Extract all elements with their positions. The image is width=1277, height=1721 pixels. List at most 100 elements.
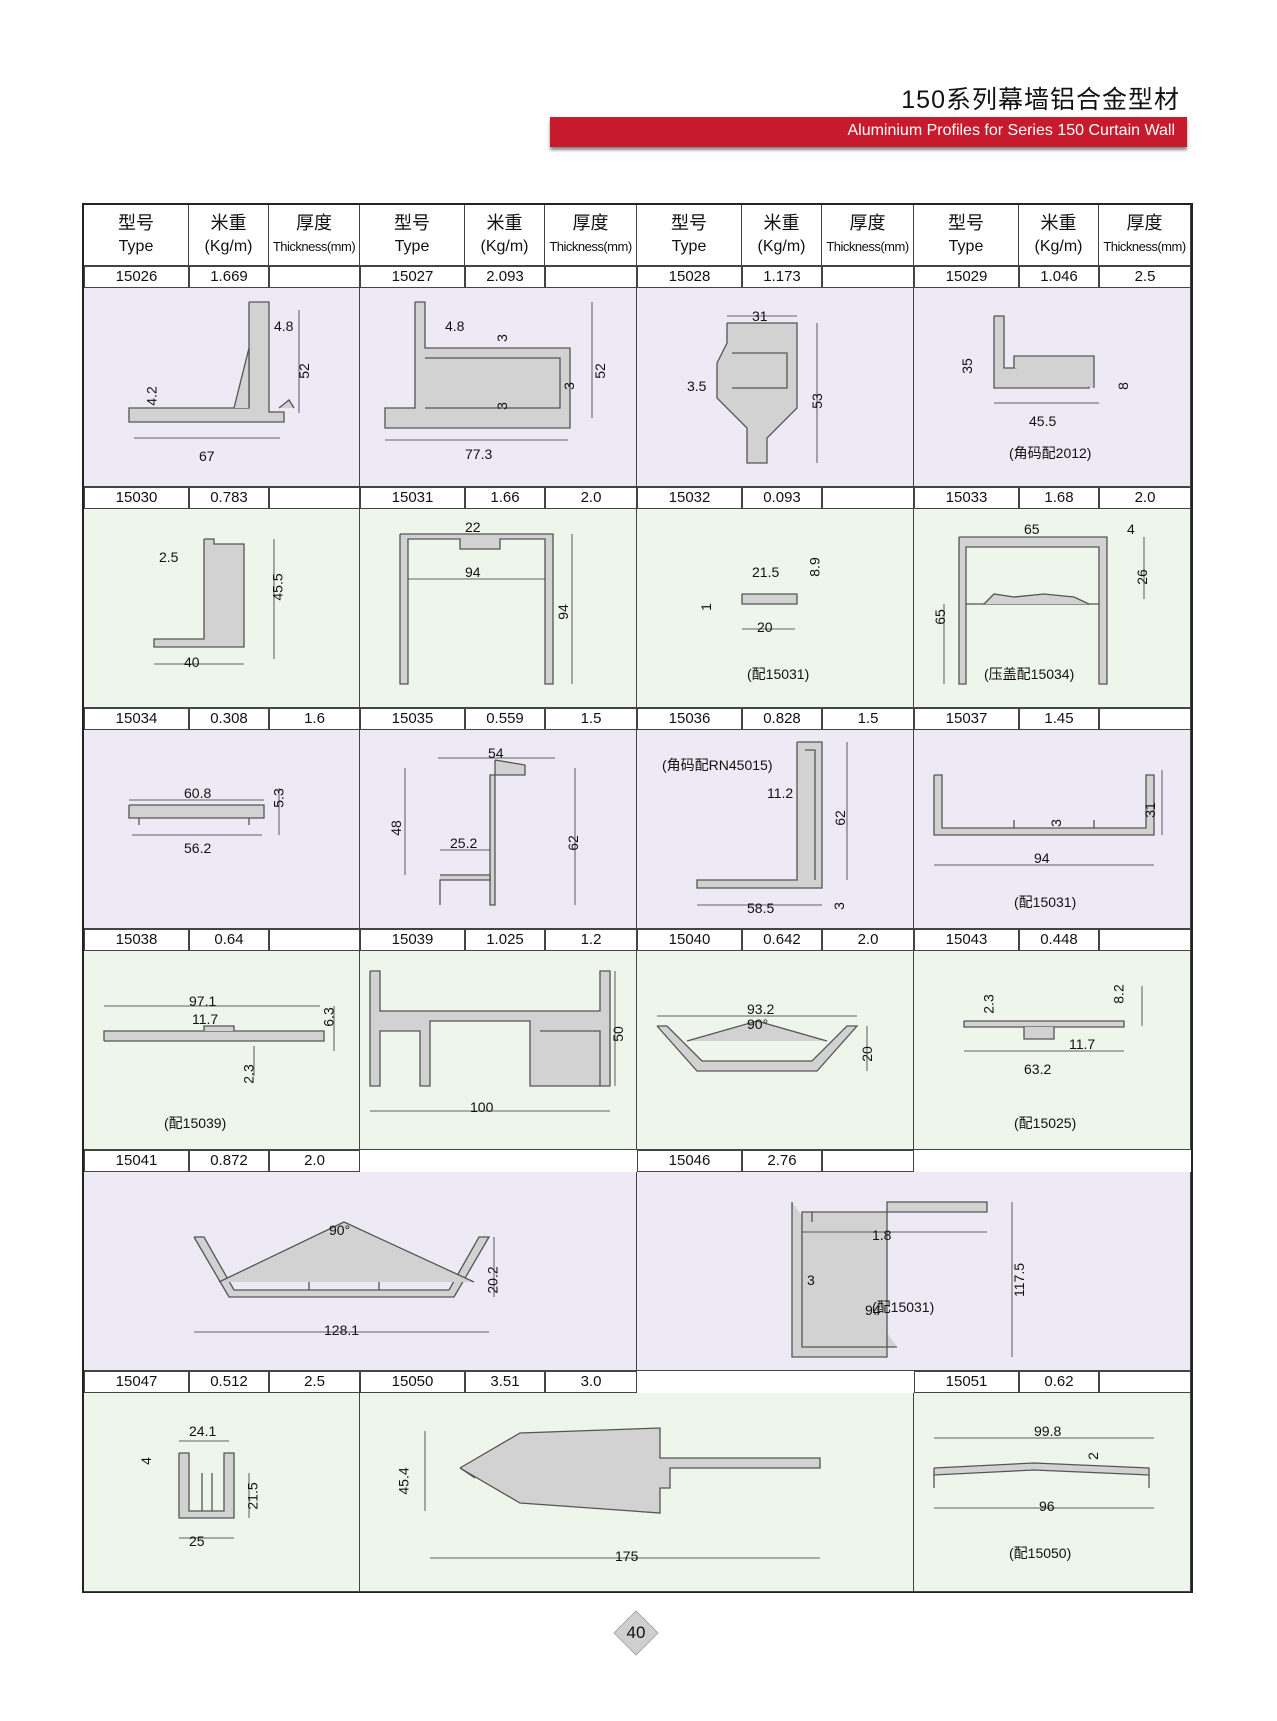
profile-note: (角码配RN45015): [662, 757, 773, 773]
title-banner: Aluminium Profiles for Series 150 Curtai…: [550, 117, 1187, 147]
weight-cell: 0.62: [1019, 1371, 1099, 1393]
profile-shape: [103, 1005, 335, 1076]
thickness-cell: [269, 266, 360, 288]
profile-outline: [278, 399, 295, 409]
page-number-badge: 40: [613, 1610, 659, 1656]
profile-outline: [732, 352, 788, 389]
header-label-en: Thickness(mm): [1103, 239, 1186, 254]
dimension-label: 8.2: [1110, 984, 1127, 1004]
dimension-label: 3: [830, 902, 847, 910]
type-cell: 15026: [84, 266, 189, 288]
dimension-label: 4.8: [274, 318, 294, 334]
header-label-cn: 型号: [118, 213, 154, 233]
dimension-label: 2.5: [159, 549, 179, 565]
profile-outline: [958, 536, 1108, 685]
header-cell: 米重(Kg/m): [742, 205, 822, 266]
weight-cell: 0.093: [742, 487, 822, 509]
profile-shape: [741, 593, 798, 630]
header-label-cn: 米重: [1040, 213, 1077, 233]
profile-shape: [153, 538, 275, 665]
weight-cell: 0.512: [189, 1371, 269, 1393]
header-label-cn: 厚度: [296, 213, 332, 233]
weight-cell: 0.559: [465, 708, 545, 730]
profile-shape: [404, 757, 576, 906]
type-cell: 15036: [637, 708, 742, 730]
dimension-label: 90°: [329, 1222, 351, 1238]
diamond-icon: [613, 1610, 659, 1656]
page-number: 40: [626, 1623, 646, 1642]
header-label-en: Type: [671, 238, 707, 255]
type-cell: 15035: [360, 708, 465, 730]
dimension-label: 31: [752, 308, 768, 324]
profile-outline: [656, 1025, 859, 1072]
thickness-cell: 2.0: [1099, 487, 1191, 509]
profile-note: (压盖配15034): [984, 666, 1075, 682]
profile-shape: [716, 315, 818, 464]
header-label-cn: 米重: [763, 213, 800, 233]
weight-cell: 1.669: [189, 266, 269, 288]
dimension-label: 11.7: [192, 1011, 219, 1027]
dimension-label: 65: [931, 609, 948, 625]
type-cell: 15032: [637, 487, 742, 509]
weight-cell: 0.64: [189, 929, 269, 951]
dimension-label: 97.1: [189, 993, 217, 1009]
weight-cell: 1.046: [1019, 266, 1099, 288]
type-cell: 15050: [360, 1371, 465, 1393]
profile-outline: [933, 1462, 1150, 1476]
type-cell: 15051: [914, 1371, 1019, 1393]
dimension-label: 93.2: [747, 1001, 775, 1017]
type-cell: 15041: [84, 1150, 189, 1172]
dimension-label: 26: [1133, 569, 1150, 585]
profile-shape: [193, 1221, 495, 1333]
profile-outline: [218, 1221, 475, 1283]
dimension-label: 53: [808, 393, 825, 409]
type-cell: 15039: [360, 929, 465, 951]
dimension-label: 175: [615, 1548, 639, 1564]
profile-note: (配15031): [872, 1299, 935, 1315]
profile-drawing: 50 100: [360, 951, 637, 1150]
type-cell: 15043: [914, 929, 1019, 951]
dimension-label: 67: [199, 448, 215, 464]
dimension-label: 62: [831, 810, 848, 826]
profile-outline: [153, 538, 245, 648]
header-label-en: Thickness(mm): [272, 239, 356, 254]
type-cell: 15046: [637, 1150, 742, 1172]
weight-cell: 0.783: [189, 487, 269, 509]
header-cell: 米重(Kg/m): [1019, 205, 1099, 266]
weight-cell: 2.093: [465, 266, 545, 288]
thickness-cell: [1099, 708, 1191, 730]
dimension-label: 50: [609, 1026, 626, 1042]
profile-outline: [1023, 1027, 1055, 1040]
thickness-cell: 2.5: [1099, 266, 1191, 288]
dimension-label: 117.5: [1011, 1263, 1027, 1297]
dimension-label: 5.3: [270, 788, 287, 808]
dimension-label: 54: [488, 745, 504, 761]
header-label-en: Type: [948, 238, 984, 255]
profile-note: (配15039): [164, 1115, 227, 1131]
type-cell: 15034: [84, 708, 189, 730]
dimension-label: 3.5: [687, 378, 707, 394]
dimension-label: 21.5: [752, 564, 780, 580]
profile-outline: [103, 1030, 325, 1042]
dimension-label: 100: [470, 1099, 494, 1115]
profile-outline: [193, 1236, 491, 1298]
dimension-label: 94: [554, 604, 571, 620]
dimension-label: 65: [1024, 521, 1040, 537]
weight-cell: 1.025: [465, 929, 545, 951]
profile-shape: [993, 315, 1099, 404]
